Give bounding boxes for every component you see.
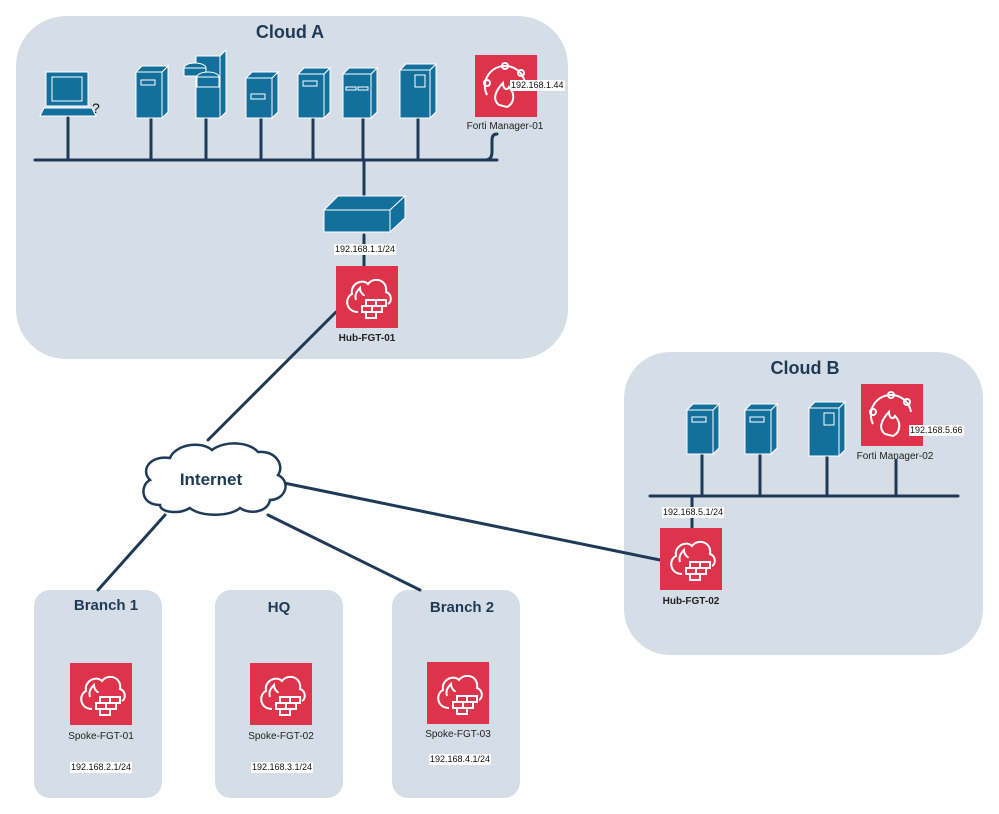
firewall-icon [80,675,126,716]
firewall-icon [346,278,392,319]
spoke-fgt-02-ip: 192.168.3.1/24 [251,762,314,773]
zone-title-cloud-b: Cloud B [770,358,840,378]
switch-icon [322,194,407,234]
internet-label: Internet [179,470,243,489]
firewall-icon [670,540,716,581]
database-server-icon [183,48,227,120]
spoke-fgt-02[interactable] [250,663,312,725]
hub-fgt-02[interactable] [660,528,722,590]
zone-title-hq: HQ [267,599,291,616]
mainframe-icon [398,62,438,120]
spoke-fgt-03-label: Spoke-FGT-03 [425,729,491,740]
zone-cloud-b [624,352,983,655]
zone-title-branch2: Branch 2 [429,599,495,616]
forti-manager-01-label: Forti Manager-01 [466,121,544,132]
internet-cloud-icon [142,442,287,516]
forti-manager-02-ip: 192.168.5.66 [909,425,964,436]
svg-text:?: ? [92,100,100,116]
hub-fgt-02-label: Hub-FGT-02 [662,596,720,607]
server-icon [244,70,280,120]
hub-fgt-01-ip: 192.168.1.1/24 [334,244,397,255]
spoke-fgt-01-ip: 192.168.2.1/24 [70,762,133,773]
spoke-fgt-01[interactable] [70,663,132,725]
server-icon [296,66,332,120]
spoke-fgt-03[interactable] [427,662,489,724]
hub-fgt-02-ip: 192.168.5.1/24 [662,507,725,518]
hub-fgt-01-label: Hub-FGT-01 [338,333,396,344]
spoke-fgt-03-ip: 192.168.4.1/24 [429,754,492,765]
zone-title-cloud-a: Cloud A [255,22,325,42]
spoke-fgt-02-label: Spoke-FGT-02 [248,731,314,742]
server-icon [341,66,379,120]
forti-manager-icon [869,391,912,438]
forti-manager-icon [483,62,526,109]
server-icon [134,64,170,120]
workstation-icon [39,71,97,117]
forti-manager-01-ip: 192.168.1.44 [510,80,565,91]
zone-title-branch1: Branch 1 [73,597,139,614]
hub-fgt-01[interactable] [336,266,398,328]
firewall-icon [260,675,306,716]
forti-manager-02[interactable] [861,384,923,446]
mainframe-icon [807,400,847,458]
server-icon [685,402,721,456]
forti-manager-02-label: Forti Manager-02 [856,451,934,462]
firewall-icon [437,674,483,715]
server-icon [743,402,779,456]
spoke-fgt-01-label: Spoke-FGT-01 [68,731,134,742]
